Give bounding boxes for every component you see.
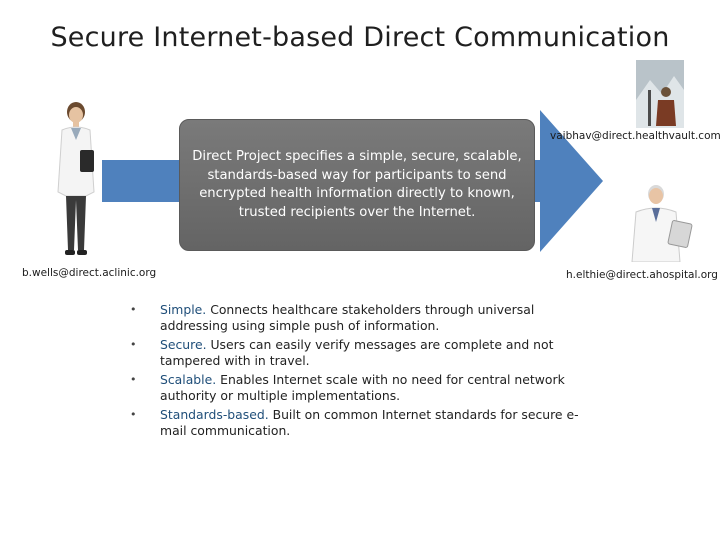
feature-term: Secure.	[160, 337, 207, 352]
feature-term: Simple.	[160, 302, 207, 317]
bullet-icon: •	[130, 408, 137, 421]
feature-text: Users can easily verify messages are com…	[160, 337, 554, 368]
features-list: • Simple. Connects healthcare stakeholde…	[130, 302, 590, 442]
feature-term: Standards-based.	[160, 407, 269, 422]
bullet-icon: •	[130, 303, 137, 316]
doctor-female-photo	[57, 102, 95, 255]
slide-title: Secure Internet-based Direct Communicati…	[50, 22, 670, 53]
feature-term: Scalable.	[160, 372, 217, 387]
bullet-icon: •	[130, 373, 137, 386]
feature-text: Connects healthcare stakeholders through…	[160, 302, 535, 333]
recipient-top-email: vaibhav@direct.healthvault.com	[550, 130, 720, 142]
recipient-bottom-email: h.elthie@direct.ahospital.org	[566, 269, 718, 281]
doctor-male-photo	[631, 185, 693, 262]
description-text: Direct Project specifies a simple, secur…	[192, 149, 522, 220]
list-item: • Scalable. Enables Internet scale with …	[130, 372, 590, 404]
list-item: • Standards-based. Built on common Inter…	[130, 407, 590, 439]
sender-email: b.wells@direct.aclinic.org	[22, 267, 157, 279]
mountaineer-photo	[636, 60, 684, 128]
description-box: Direct Project specifies a simple, secur…	[179, 119, 535, 251]
list-item: • Simple. Connects healthcare stakeholde…	[130, 302, 590, 334]
bullet-icon: •	[130, 338, 137, 351]
list-item: • Secure. Users can easily verify messag…	[130, 337, 590, 369]
feature-text: Enables Internet scale with no need for …	[160, 372, 565, 403]
feature-text: Built on common Internet standards for s…	[160, 407, 579, 438]
